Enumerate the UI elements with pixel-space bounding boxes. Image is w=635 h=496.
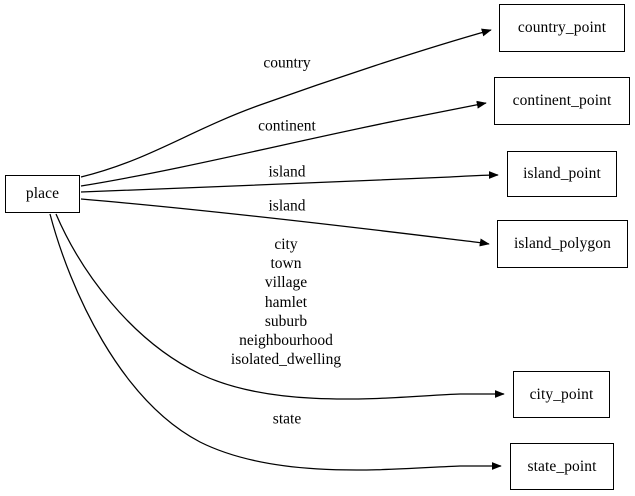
node-label: continent_point <box>512 92 612 110</box>
edge-place-to-continent_point <box>80 100 487 187</box>
edge-label-state_point: state <box>272 410 302 428</box>
edge-label-country_point: country <box>263 54 311 72</box>
edge-place-to-island_point <box>80 171 499 193</box>
edge-place-to-island_polygon <box>80 198 490 247</box>
edge-label-island_polygon: island <box>268 197 306 215</box>
node-label: island_polygon <box>514 235 611 253</box>
node-state_point[interactable]: state_point <box>510 443 614 490</box>
edge-place-to-state_point <box>49 213 502 471</box>
node-island_polygon[interactable]: island_polygon <box>497 220 628 268</box>
edge-label-continent_point: continent <box>258 117 316 135</box>
node-country_point[interactable]: country_point <box>499 4 625 52</box>
node-place[interactable]: place <box>5 175 80 213</box>
edge-paths <box>49 28 505 471</box>
node-city_point[interactable]: city_point <box>513 371 610 418</box>
node-label: place <box>25 185 60 203</box>
node-label: island_point <box>523 165 601 183</box>
node-label: country_point <box>517 19 607 37</box>
node-continent_point[interactable]: continent_point <box>494 77 630 125</box>
edge-place-to-city_point <box>55 213 505 400</box>
edge-label-island_point: island <box>268 163 306 181</box>
edge-place-to-country_point <box>80 28 492 178</box>
node-island_point[interactable]: island_point <box>507 151 617 197</box>
node-label: state_point <box>527 457 597 475</box>
node-label: city_point <box>529 385 594 403</box>
edge-label-city_point: city town village hamlet suburb neighbou… <box>230 235 342 369</box>
